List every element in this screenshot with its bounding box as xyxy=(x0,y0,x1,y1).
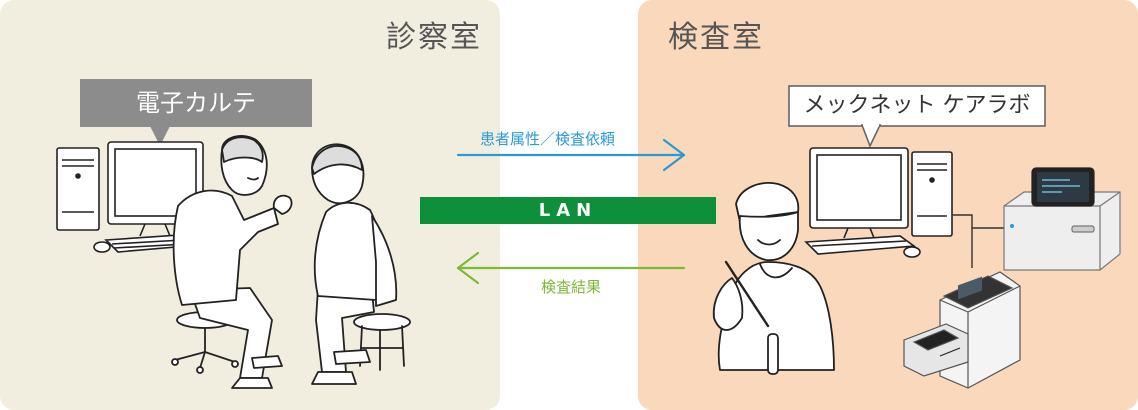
result-arrow xyxy=(456,251,686,285)
ehr-label: 電子カルテ xyxy=(136,89,256,117)
lab-room-title: 検査室 xyxy=(668,20,764,55)
lab-technician-illustration xyxy=(712,182,835,375)
lab-computer-illustration xyxy=(804,147,953,258)
lab-system-label-bubble xyxy=(788,85,1046,149)
reader-device-illustration xyxy=(903,271,1021,389)
ehr-label-bubble xyxy=(80,79,312,146)
device-connection-lines xyxy=(952,214,1004,268)
exam-room-title: 診察室 xyxy=(386,20,482,55)
lan-bar xyxy=(420,197,716,224)
patient-illustration xyxy=(311,143,411,385)
request-label: 患者属性／検査依頼 xyxy=(480,130,616,148)
lab-system-label: メックネット ケアラボ xyxy=(803,93,1031,118)
doctor-illustration xyxy=(171,135,293,389)
result-label: 検査結果 xyxy=(541,278,602,296)
analyzer-device-illustration xyxy=(1003,167,1121,271)
request-arrow xyxy=(456,138,686,172)
lan-label: LAN xyxy=(538,200,598,221)
